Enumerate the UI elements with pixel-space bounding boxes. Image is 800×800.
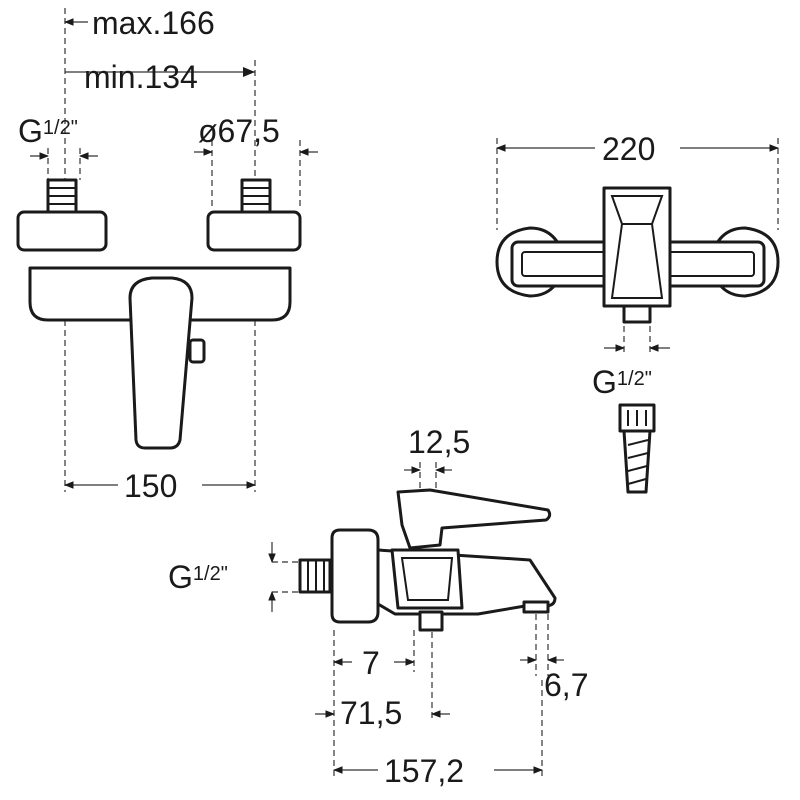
label-g-side-frac: 1/2": [193, 563, 228, 585]
front-view: max.166 min.134 G1/2" ø67,5 150: [16, 5, 318, 504]
label-max-166: max.166: [92, 5, 215, 41]
spout-tip: [522, 600, 550, 614]
label-g-top-frac: 1/2": [617, 368, 652, 390]
top-outlet-nut: [622, 304, 652, 324]
top-view: 220 G1/2": [495, 131, 780, 494]
label-71-5: 71,5: [340, 695, 402, 731]
side-view: 12,5 G1/2" 7 71,5: [168, 424, 588, 789]
front-lever-handle: [128, 276, 194, 450]
label-157-2: 157,2: [384, 753, 464, 789]
label-12-5: 12,5: [408, 424, 470, 460]
side-outlet-nut: [418, 610, 444, 632]
label-7: 7: [362, 645, 380, 681]
hose-section: [622, 429, 652, 494]
label-g-top: G1/2": [592, 364, 652, 400]
left-escutcheon: [16, 210, 108, 252]
label-dia-67-5: ø67,5: [198, 113, 280, 149]
label-g-side: G1/2": [168, 559, 228, 595]
label-150: 150: [124, 468, 177, 504]
top-central-handle: [602, 186, 672, 308]
label-min-134: min.134: [84, 59, 198, 95]
label-g-front: G1/2": [18, 113, 78, 149]
diverter-knob: [188, 338, 206, 364]
right-escutcheon: [206, 210, 302, 252]
label-220: 220: [602, 131, 655, 167]
side-escutcheon: [330, 528, 380, 624]
side-lever-handle: [396, 488, 552, 550]
label-g-front-frac: 1/2": [43, 117, 78, 139]
side-cartridge: [390, 548, 464, 610]
label-6-7: 6,7: [544, 667, 588, 703]
